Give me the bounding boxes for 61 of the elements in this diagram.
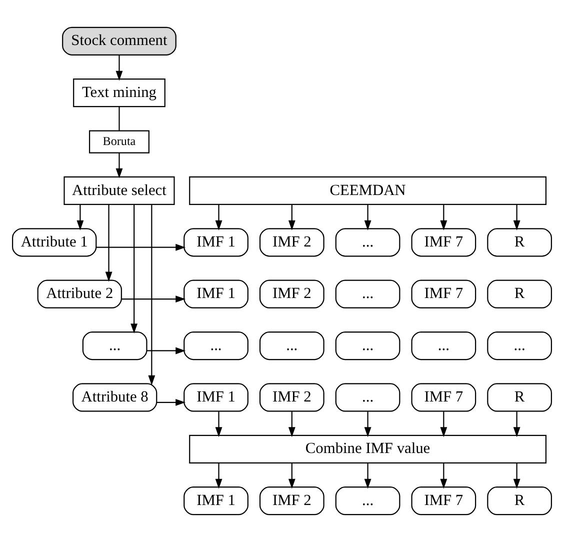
arrow — [364, 204, 372, 230]
node-box: ... — [487, 331, 552, 360]
arrow — [76, 204, 84, 230]
node-box: Attribute 2 — [37, 279, 122, 308]
node-box: CEEMDAN — [189, 176, 546, 205]
arrow — [513, 411, 520, 437]
node-box: ... — [82, 331, 148, 360]
node-box: Attribute 1 — [12, 228, 97, 256]
node-box: IMF 2 — [259, 228, 324, 256]
arrow — [148, 204, 156, 385]
arrow — [513, 462, 520, 488]
node-box: Attribute select — [64, 176, 175, 205]
arrow — [96, 243, 186, 250]
arrow — [215, 411, 222, 437]
node-box: Attribute 8 — [72, 382, 158, 412]
node-box: R — [487, 279, 552, 308]
node-box: Combine IMF value — [189, 434, 546, 463]
node-box: R — [487, 382, 552, 412]
arrow — [215, 462, 222, 488]
arrow — [105, 204, 112, 282]
arrow — [288, 462, 296, 488]
node-box: IMF 7 — [411, 382, 476, 412]
node-box: ... — [335, 486, 400, 515]
node-box: ... — [335, 382, 400, 412]
arrow — [364, 462, 372, 488]
arrow — [288, 411, 296, 437]
arrow — [116, 54, 123, 80]
node-box: Stock comment — [62, 26, 176, 55]
node-box: Boruta — [89, 130, 150, 153]
arrow — [122, 295, 186, 302]
node-box: ... — [411, 331, 476, 360]
node-box: ... — [335, 228, 400, 256]
arrow — [440, 411, 448, 437]
connector — [118, 106, 120, 130]
node-box: ... — [335, 331, 400, 360]
node-box: Text mining — [73, 78, 166, 107]
arrow — [364, 411, 372, 437]
arrow — [513, 204, 520, 230]
node-box: IMF 7 — [411, 228, 476, 256]
node-box: IMF 7 — [411, 486, 476, 515]
node-box: IMF 1 — [184, 279, 248, 308]
arrow — [215, 204, 222, 230]
arrow — [288, 204, 296, 230]
arrow — [130, 204, 138, 333]
node-box: R — [487, 228, 552, 256]
arrow — [146, 346, 186, 354]
node-box: IMF 1 — [184, 382, 248, 412]
node-box: IMF 1 — [184, 228, 248, 256]
node-box: ... — [335, 279, 400, 308]
node-box: IMF 1 — [184, 486, 248, 515]
node-box: IMF 2 — [259, 486, 324, 515]
arrow — [440, 204, 448, 230]
node-box: ... — [184, 331, 248, 360]
node-box: R — [487, 486, 552, 515]
arrow — [440, 462, 448, 488]
arrow — [116, 152, 123, 178]
node-box: ... — [259, 331, 324, 360]
node-box: IMF 7 — [411, 279, 476, 308]
node-box: IMF 2 — [259, 382, 324, 412]
node-box: IMF 2 — [259, 279, 324, 308]
arrow — [156, 398, 186, 406]
